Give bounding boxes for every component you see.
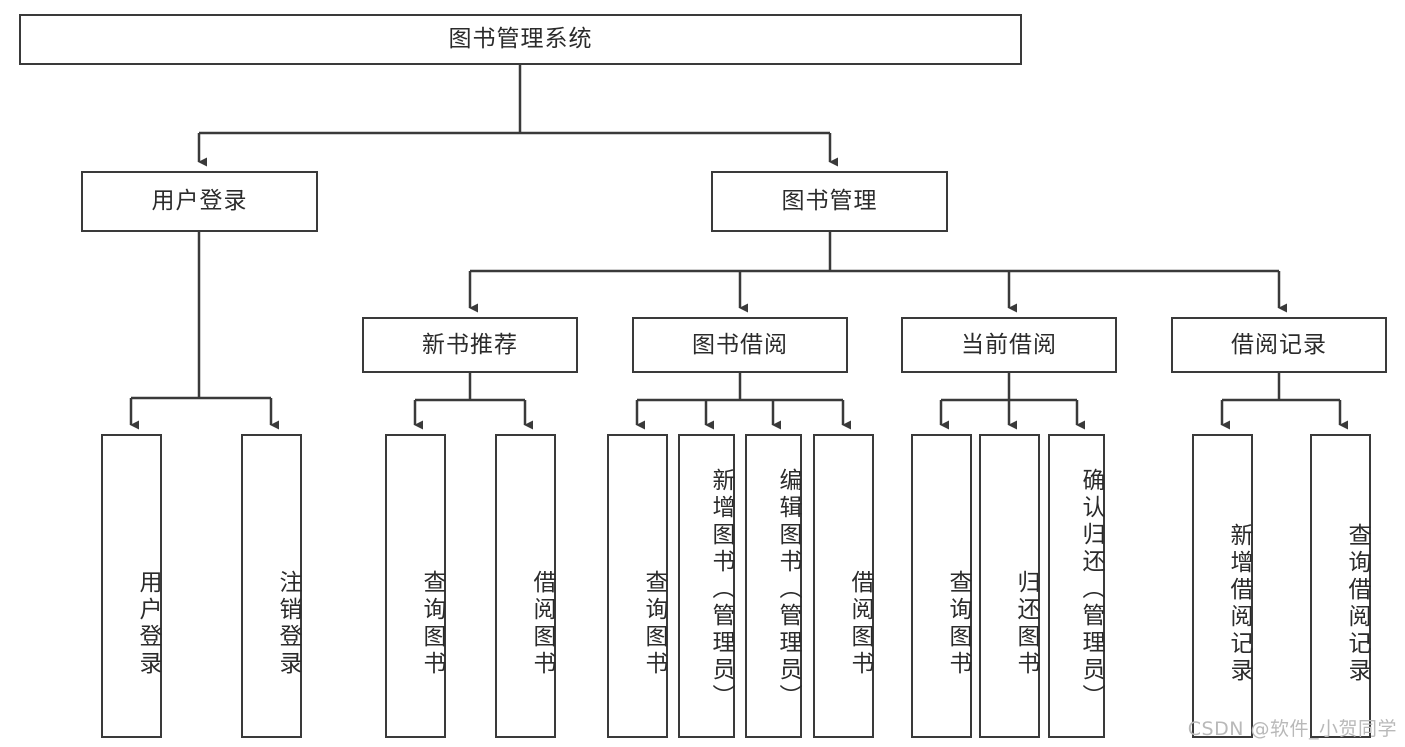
node-leaf-query-book-2[interactable]: 查询图书	[607, 434, 668, 738]
node-leaf-add-book-admin[interactable]: 新增图书（管理员）	[678, 434, 735, 738]
node-label: 确认归还（管理员）	[1078, 467, 1104, 711]
node-label: 新增图书（管理员）	[708, 467, 734, 711]
node-label: 用户登录	[151, 188, 248, 214]
node-root[interactable]: 图书管理系统	[19, 14, 1022, 65]
node-leaf-borrow-book-1[interactable]: 借阅图书	[495, 434, 556, 738]
node-label: 图书管理系统	[448, 26, 593, 52]
node-borrow-record[interactable]: 借阅记录	[1171, 317, 1387, 373]
node-label: 查询借阅记录	[1344, 523, 1370, 685]
node-label: 图书管理	[781, 188, 878, 214]
node-current-borrow[interactable]: 当前借阅	[901, 317, 1117, 373]
node-leaf-add-borrow-record[interactable]: 新增借阅记录	[1192, 434, 1253, 738]
node-label: 用户登录	[135, 570, 161, 678]
node-label: 编辑图书（管理员）	[775, 467, 801, 711]
node-label: 查询图书	[641, 570, 667, 678]
node-leaf-borrow-book-2[interactable]: 借阅图书	[813, 434, 874, 738]
node-label: 图书借阅	[692, 331, 788, 358]
node-label: 借阅记录	[1231, 331, 1327, 358]
node-label: 借阅图书	[529, 570, 555, 678]
node-leaf-edit-book-admin[interactable]: 编辑图书（管理员）	[745, 434, 802, 738]
node-label: 归还图书	[1013, 570, 1039, 678]
node-leaf-return-book[interactable]: 归还图书	[979, 434, 1040, 738]
watermark: CSDN @软件_小贺同学	[1187, 718, 1397, 740]
node-label: 注销登录	[275, 570, 301, 678]
node-leaf-query-book-1[interactable]: 查询图书	[385, 434, 446, 738]
node-book-borrow[interactable]: 图书借阅	[632, 317, 848, 373]
node-leaf-confirm-return-admin[interactable]: 确认归还（管理员）	[1048, 434, 1105, 738]
node-label: 当前借阅	[961, 331, 1057, 358]
node-label: 查询图书	[945, 570, 971, 678]
node-leaf-query-borrow-record[interactable]: 查询借阅记录	[1310, 434, 1371, 738]
node-label: 查询图书	[419, 570, 445, 678]
node-leaf-logout[interactable]: 注销登录	[241, 434, 302, 738]
node-label: 新书推荐	[422, 331, 518, 358]
node-leaf-query-book-3[interactable]: 查询图书	[911, 434, 972, 738]
node-book-management[interactable]: 图书管理	[711, 171, 948, 232]
node-label: 借阅图书	[847, 570, 873, 678]
node-user-login[interactable]: 用户登录	[81, 171, 318, 232]
node-label: 新增借阅记录	[1226, 523, 1252, 685]
node-leaf-user-login[interactable]: 用户登录	[101, 434, 162, 738]
node-new-book-recommend[interactable]: 新书推荐	[362, 317, 578, 373]
